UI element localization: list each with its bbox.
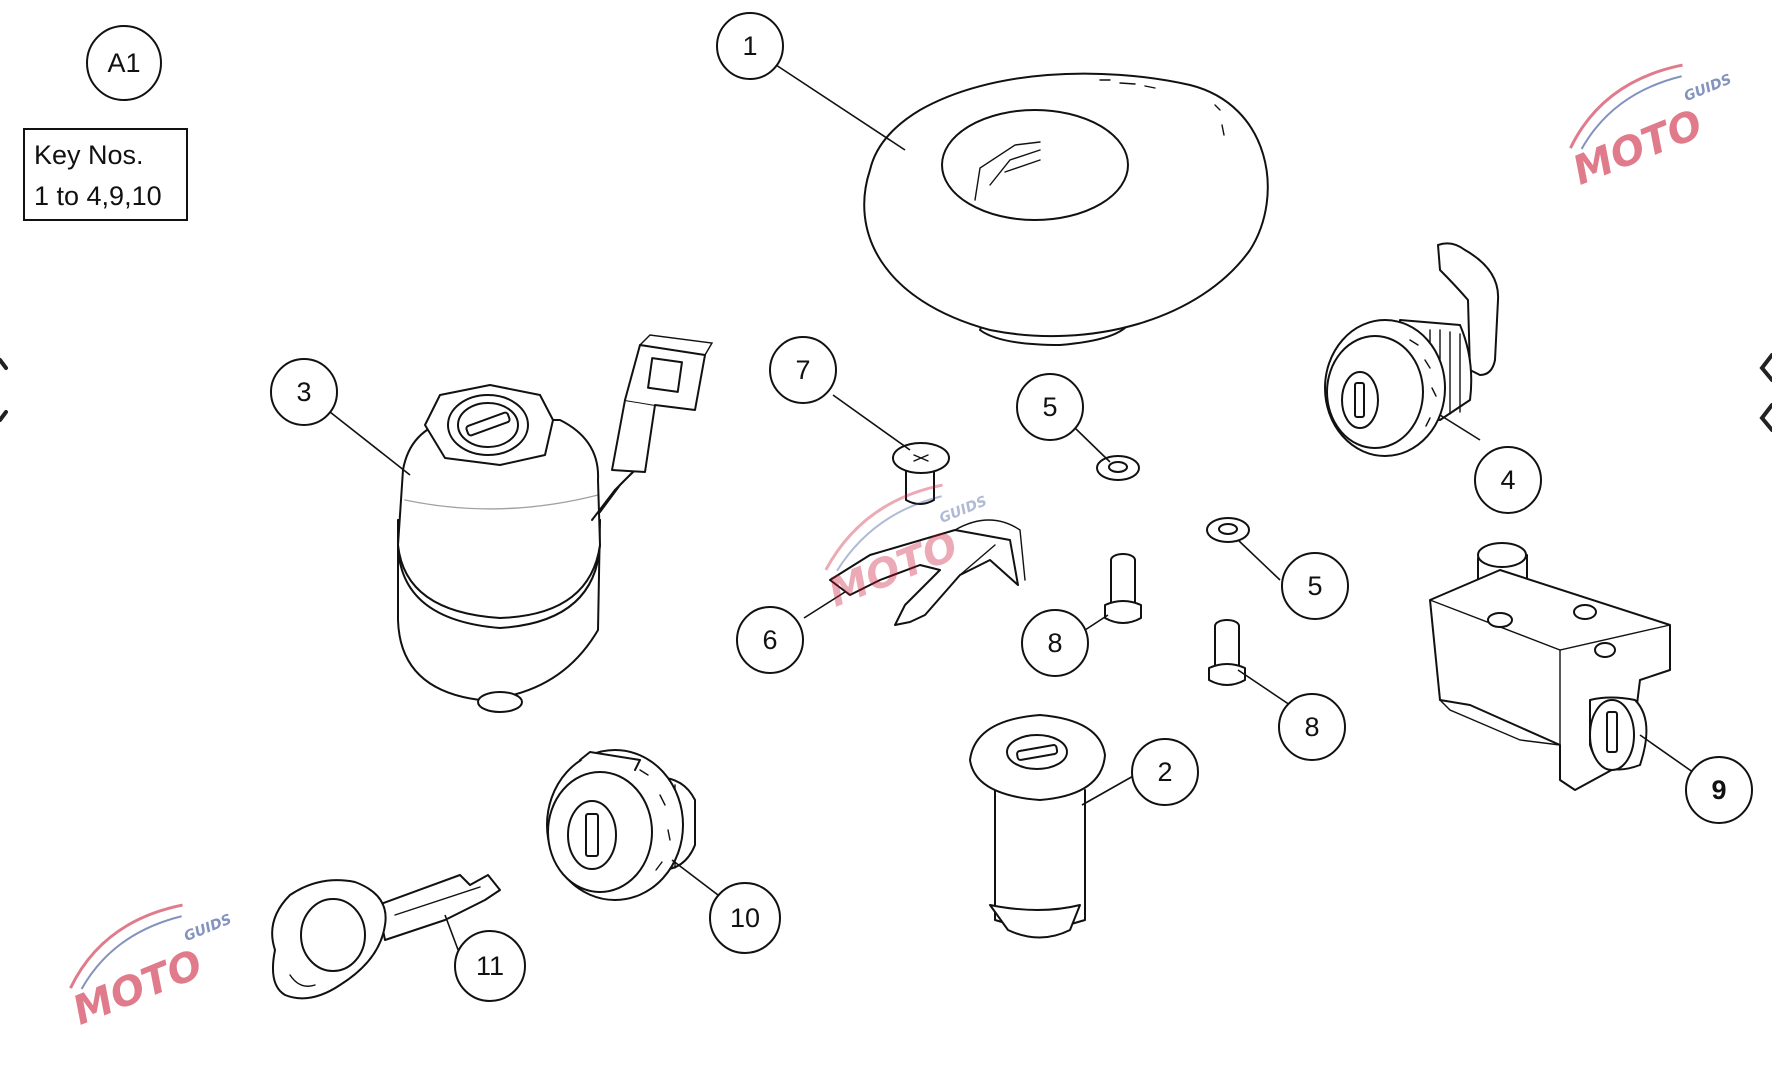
part-2-lock-barrel <box>969 714 1106 939</box>
watermark-brand: MOTO <box>822 523 965 616</box>
watermark-sub: GUIDS <box>182 911 234 944</box>
part-8-bolt-left <box>1104 553 1142 624</box>
callout-label: 5 <box>1307 571 1322 601</box>
part-8-bolt-right <box>1208 619 1246 686</box>
part-5-washer-bottom <box>1206 517 1250 543</box>
callout-10: 10 <box>709 882 781 954</box>
leader-lines <box>329 62 1698 956</box>
callout-label: 11 <box>476 951 504 981</box>
key-numbers-line2: 1 to 4,9,10 <box>34 181 162 211</box>
prev-chevron-icon[interactable] <box>0 358 8 422</box>
callout-6: 6 <box>736 606 804 674</box>
watermark-top-right: MOTO GUIDS <box>1567 63 1734 194</box>
callout-1: 1 <box>716 12 784 80</box>
callout-label: 10 <box>730 903 760 933</box>
key-numbers-line1: Key Nos. <box>34 140 144 170</box>
watermark-sub: GUIDS <box>937 493 989 526</box>
callout-label: 3 <box>296 377 311 407</box>
key-numbers-box: Key Nos. 1 to 4,9,10 <box>23 128 188 221</box>
part-1-fuel-cap <box>863 72 1269 346</box>
callout-4: 4 <box>1474 446 1542 514</box>
callout-7: 7 <box>769 336 837 404</box>
callout-5-top: 5 <box>1016 373 1084 441</box>
callout-label: 8 <box>1047 628 1062 658</box>
callout-2: 2 <box>1131 738 1199 806</box>
watermark-brand: MOTO <box>67 941 210 1034</box>
part-10-lock <box>546 749 696 901</box>
callout-3: 3 <box>270 358 338 426</box>
watermark-brand: MOTO <box>1567 101 1710 194</box>
part-4-cam-lock <box>1324 242 1500 457</box>
part-6-bracket <box>829 519 1026 626</box>
callout-label: 1 <box>742 31 757 61</box>
part-9-latch <box>1429 542 1671 791</box>
callout-5-bottom: 5 <box>1281 552 1349 620</box>
part-3-ignition-switch <box>397 334 714 713</box>
callout-label: 4 <box>1500 465 1515 495</box>
watermark-sub: GUIDS <box>1682 71 1734 104</box>
part-7-screw <box>892 442 950 505</box>
callout-label: 5 <box>1042 392 1057 422</box>
callout-9: 9 <box>1685 756 1753 824</box>
callout-11: 11 <box>454 930 526 1002</box>
section-label-text: A1 <box>107 48 140 78</box>
callout-label: 7 <box>795 355 810 385</box>
callout-label: 2 <box>1157 757 1172 787</box>
callout-label: 8 <box>1304 712 1319 742</box>
callout-8-right: 8 <box>1278 693 1346 761</box>
next-chevron-icon[interactable] <box>1759 353 1772 432</box>
callout-label: 9 <box>1711 775 1726 805</box>
section-label: A1 <box>86 25 162 101</box>
watermark-bottom-left: MOTO GUIDS <box>67 903 234 1034</box>
callout-8-left: 8 <box>1021 609 1089 677</box>
part-11-key <box>271 874 501 1000</box>
callout-label: 6 <box>762 625 777 655</box>
part-5-washer-top <box>1096 455 1140 481</box>
